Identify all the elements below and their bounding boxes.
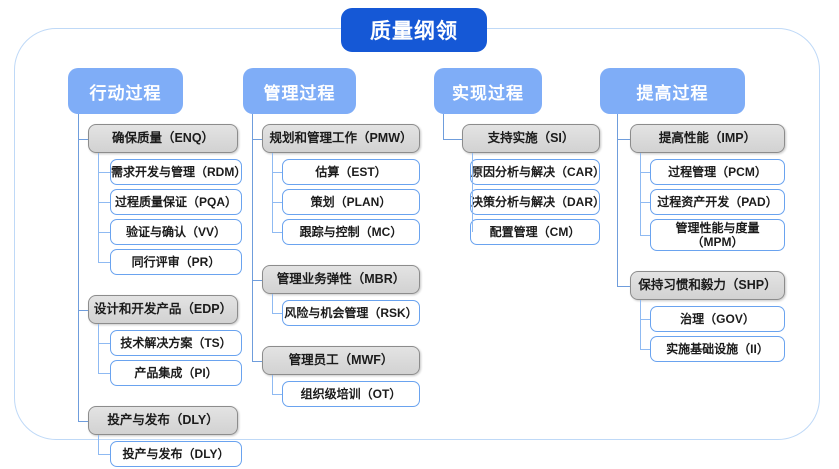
connector-line-horizontal xyxy=(617,285,630,287)
column-header-4[interactable]: 提高过程 xyxy=(600,68,745,114)
connector-line-vertical xyxy=(443,114,445,139)
leaf-box[interactable]: 技术解决方案（TS） xyxy=(110,330,242,356)
leaf-box[interactable]: 验证与确认（VV） xyxy=(110,219,242,245)
group-box[interactable]: 支持实施（SI） xyxy=(462,124,600,153)
connector-line-vertical xyxy=(472,153,474,232)
leaf-box[interactable]: 估算（EST） xyxy=(282,159,420,185)
connector-line-vertical xyxy=(98,153,100,262)
leaf-box[interactable]: 组织级培训（OT） xyxy=(282,381,420,407)
connector-line-vertical xyxy=(252,114,254,361)
connector-line-horizontal xyxy=(98,373,110,375)
leaf-box[interactable]: 过程质量保证（PQA） xyxy=(110,189,242,215)
connector-line-horizontal xyxy=(272,202,282,204)
connector-line-horizontal xyxy=(443,138,462,140)
leaf-box[interactable]: 配置管理（CM） xyxy=(470,219,600,245)
leaf-box[interactable]: 跟踪与控制（MC） xyxy=(282,219,420,245)
leaf-box[interactable]: 实施基础设施（II） xyxy=(650,336,785,362)
connector-line-horizontal xyxy=(272,394,282,396)
leaf-box[interactable]: 产品集成（PI） xyxy=(110,360,242,386)
connector-line-horizontal xyxy=(640,349,650,351)
connector-line-horizontal xyxy=(252,138,262,140)
connector-line-horizontal xyxy=(78,309,88,311)
connector-line-vertical xyxy=(98,435,100,454)
connector-line-vertical xyxy=(272,153,274,232)
connector-line-horizontal xyxy=(98,232,110,234)
leaf-box[interactable]: 风险与机会管理（RSK） xyxy=(282,300,420,326)
leaf-box[interactable]: 需求开发与管理（RDM） xyxy=(110,159,246,185)
connector-line-horizontal xyxy=(252,360,262,362)
connector-line-horizontal xyxy=(617,138,630,140)
column-header-3[interactable]: 实现过程 xyxy=(434,68,542,114)
connector-line-horizontal xyxy=(640,235,650,237)
connector-line-vertical xyxy=(640,153,642,235)
connector-line-horizontal xyxy=(640,319,650,321)
connector-line-horizontal xyxy=(98,454,110,456)
leaf-box[interactable]: 管理性能与度量（MPM） xyxy=(650,219,785,251)
group-box[interactable]: 管理业务弹性（MBR） xyxy=(262,265,420,294)
connector-line-vertical xyxy=(78,114,80,421)
group-box[interactable]: 提高性能（IMP） xyxy=(630,124,785,153)
connector-line-horizontal xyxy=(640,202,650,204)
connector-line-horizontal xyxy=(640,172,650,174)
connector-line-horizontal xyxy=(78,420,88,422)
connector-line-horizontal xyxy=(98,262,110,264)
connector-line-vertical xyxy=(272,375,274,394)
root-title: 质量纲领 xyxy=(341,8,487,52)
leaf-box[interactable]: 原因分析与解决（CAR） xyxy=(470,159,605,185)
connector-line-horizontal xyxy=(272,172,282,174)
group-box[interactable]: 保持习惯和毅力（SHP） xyxy=(630,271,785,300)
leaf-box[interactable]: 投产与发布（DLY） xyxy=(110,441,242,467)
connector-line-horizontal xyxy=(98,202,110,204)
leaf-box[interactable]: 策划（PLAN） xyxy=(282,189,420,215)
group-box[interactable]: 规划和管理工作（PMW） xyxy=(262,124,420,153)
connector-line-horizontal xyxy=(272,232,282,234)
column-header-1[interactable]: 行动过程 xyxy=(68,68,183,114)
connector-line-horizontal xyxy=(78,138,88,140)
connector-line-vertical xyxy=(98,324,100,373)
connector-line-horizontal xyxy=(98,343,110,345)
group-box[interactable]: 设计和开发产品（EDP） xyxy=(88,295,238,324)
leaf-box[interactable]: 过程管理（PCM） xyxy=(650,159,785,185)
group-box[interactable]: 投产与发布（DLY） xyxy=(88,406,238,435)
connector-line-horizontal xyxy=(272,313,282,315)
leaf-box[interactable]: 决策分析与解决（DAR） xyxy=(470,189,605,215)
group-box[interactable]: 管理员工（MWF） xyxy=(262,346,420,375)
connector-line-vertical xyxy=(617,114,619,286)
connector-line-vertical xyxy=(272,294,274,313)
connector-line-horizontal xyxy=(252,279,262,281)
column-header-2[interactable]: 管理过程 xyxy=(243,68,356,114)
leaf-box[interactable]: 治理（GOV） xyxy=(650,306,785,332)
connector-line-vertical xyxy=(640,300,642,349)
connector-line-horizontal xyxy=(98,172,110,174)
group-box[interactable]: 确保质量（ENQ） xyxy=(88,124,238,153)
leaf-box[interactable]: 同行评审（PR） xyxy=(110,249,242,275)
leaf-box[interactable]: 过程资产开发（PAD） xyxy=(650,189,785,215)
